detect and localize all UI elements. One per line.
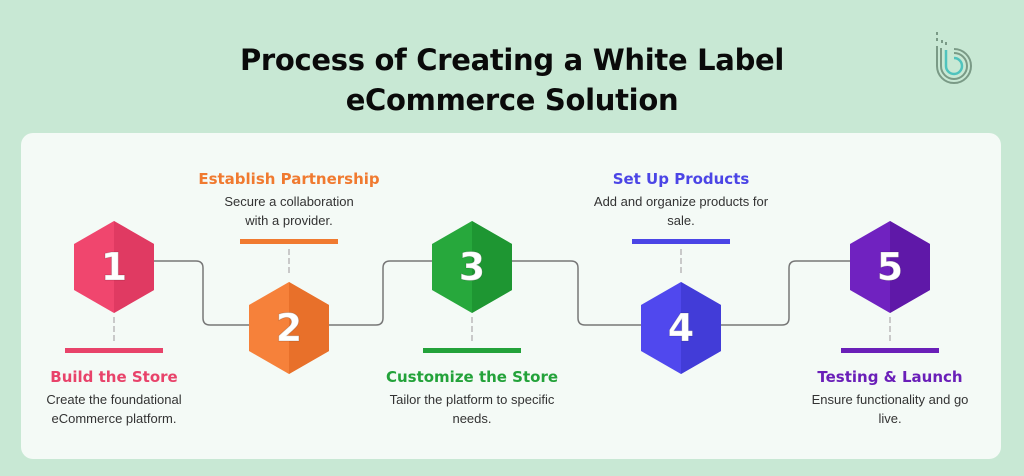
desc-line-1: Tailor the platform to specific — [389, 392, 555, 407]
dashed-connector — [889, 317, 891, 341]
step-description: Add and organize products for sale. — [581, 192, 781, 230]
desc-line-2: sale. — [667, 213, 695, 228]
process-card — [21, 133, 1001, 459]
dashed-connector — [113, 317, 115, 341]
step-label: Set Up Products — [612, 170, 750, 188]
step-number: 1 — [100, 245, 128, 290]
desc-line-1: Add and organize products for — [593, 194, 769, 209]
step-label: Establish Partnership — [198, 170, 380, 188]
step-number: 5 — [876, 245, 904, 290]
desc-line-2: needs. — [452, 411, 492, 426]
dashed-connector — [288, 249, 290, 273]
step-description: Secure a collaboration with a provider. — [189, 192, 389, 230]
step-number: 2 — [275, 306, 303, 351]
step-label: Build the Store — [50, 368, 178, 386]
step-number: 4 — [667, 306, 695, 351]
desc-line-2: with a provider. — [245, 213, 333, 228]
step-label: Testing & Launch — [817, 368, 963, 386]
dashed-connector — [680, 249, 682, 273]
hexagon-step-2: 2 — [249, 282, 329, 374]
step-description: Ensure functionality and go live. — [790, 390, 990, 428]
dashed-connector — [471, 317, 473, 341]
hexagon-step-4: 4 — [641, 282, 721, 374]
accent-bar — [632, 239, 730, 244]
hexagon-step-3: 3 — [432, 221, 512, 313]
desc-line-1: Create the foundational — [46, 392, 182, 407]
accent-bar — [841, 348, 939, 353]
desc-line-2: live. — [878, 411, 902, 426]
title-line-1: Process of Creating a White Label — [239, 43, 785, 77]
accent-bar — [423, 348, 521, 353]
accent-bar — [240, 239, 338, 244]
step-description: Tailor the platform to specific needs. — [372, 390, 572, 428]
desc-line-2: eCommerce platform. — [51, 411, 177, 426]
desc-line-1: Secure a collaboration — [224, 194, 354, 209]
hexagon-step-5: 5 — [850, 221, 930, 313]
step-number: 3 — [458, 245, 486, 290]
desc-line-1: Ensure functionality and go — [811, 392, 969, 407]
page-title: Process of Creating a White Label eComme… — [0, 40, 1024, 120]
step-description: Create the foundational eCommerce platfo… — [14, 390, 214, 428]
accent-bar — [65, 348, 163, 353]
title-line-2: eCommerce Solution — [345, 83, 679, 117]
brand-logo-icon — [930, 30, 978, 86]
hexagon-step-1: 1 — [74, 221, 154, 313]
step-label: Customize the Store — [385, 368, 559, 386]
